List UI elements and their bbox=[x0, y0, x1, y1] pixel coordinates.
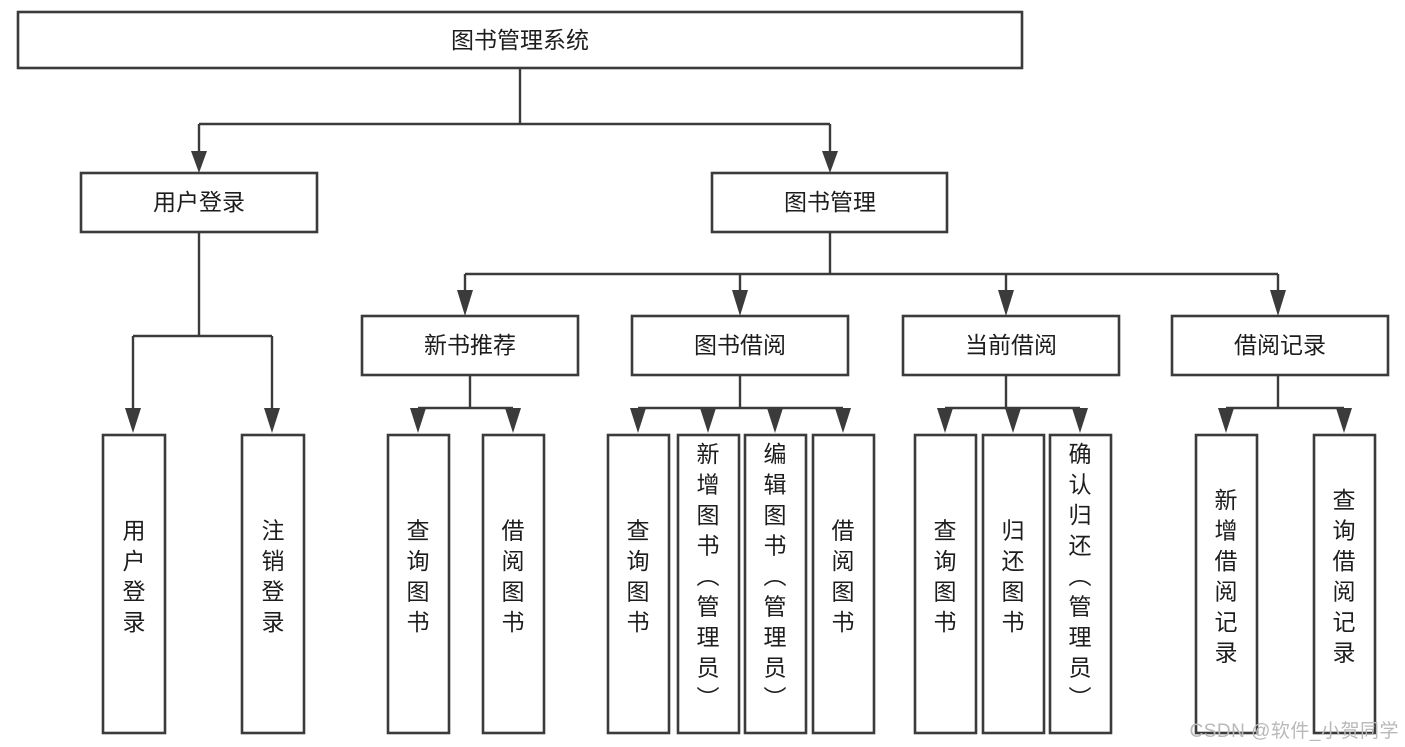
leaf-label-borrow-book-2: 借阅图书 bbox=[832, 517, 855, 635]
leaf-node[interactable]: 查询图书 bbox=[386, 433, 451, 735]
leaf-label-return-book: 归还图书 bbox=[1002, 517, 1025, 635]
leaf-node[interactable]: 借阅图书 bbox=[481, 433, 546, 735]
leaf-box-borrow-book-1[interactable] bbox=[481, 433, 546, 735]
arrow-head-leaf-4 bbox=[505, 408, 521, 433]
connector-layer bbox=[125, 68, 1352, 433]
leaf-label-user-login: 用户登录 bbox=[123, 517, 146, 635]
node-root-label: 图书管理系统 bbox=[451, 27, 589, 53]
leaf-node[interactable]: 新增借阅记录 bbox=[1194, 433, 1259, 735]
node-current-borrow-label: 当前借阅 bbox=[965, 332, 1057, 358]
arrow-head-leaf-13 bbox=[1336, 408, 1352, 433]
node-user-login[interactable]: 用户登录 bbox=[79, 171, 319, 234]
node-borrow-records-box[interactable] bbox=[1170, 314, 1390, 377]
leaf-label-edit-book-admin: 编辑图书︵管理员︶ bbox=[764, 441, 787, 711]
leaf-box-query-book-3[interactable] bbox=[913, 433, 978, 735]
leaf-box-edit-book-admin[interactable] bbox=[743, 433, 808, 735]
node-new-book-recommend[interactable]: 新书推荐 bbox=[360, 314, 580, 377]
node-book-management-label: 图书管理 bbox=[784, 189, 876, 215]
leaf-box-query-book-2[interactable] bbox=[606, 433, 671, 735]
node-book-borrow-box[interactable] bbox=[630, 314, 850, 377]
node-borrow-records-label: 借阅记录 bbox=[1234, 332, 1326, 358]
leaf-node[interactable]: 查询图书 bbox=[913, 433, 978, 735]
leaf-box-query-book-1[interactable] bbox=[386, 433, 451, 735]
leaf-label-query-borrow-record: 查询借阅记录 bbox=[1333, 487, 1356, 666]
node-user-login-box[interactable] bbox=[79, 171, 319, 234]
node-current-borrow-box[interactable] bbox=[901, 314, 1121, 377]
leaf-box-confirm-return-admin[interactable] bbox=[1048, 433, 1113, 735]
leaf-label-query-book-2: 查询图书 bbox=[627, 517, 650, 635]
arrow-head-leaf-1 bbox=[125, 408, 141, 433]
arrow-head-leaf-2 bbox=[264, 408, 280, 433]
leaf-label-add-borrow-record: 新增借阅记录 bbox=[1215, 487, 1238, 666]
arrow-head-leaf-9 bbox=[937, 408, 953, 433]
arrow-head-leaf-10 bbox=[1005, 408, 1021, 433]
arrow-head-leaf-12 bbox=[1218, 408, 1234, 433]
leaf-node[interactable]: 归还图书 bbox=[981, 433, 1046, 735]
node-root[interactable]: 图书管理系统 bbox=[16, 10, 1024, 70]
leaf-box-add-borrow-record[interactable] bbox=[1194, 433, 1259, 735]
node-new-book-recommend-box[interactable] bbox=[360, 314, 580, 377]
arrow-head-records bbox=[1270, 290, 1286, 316]
leaf-node[interactable]: 查询图书 bbox=[606, 433, 671, 735]
leaf-label-logout: 注销登录 bbox=[262, 517, 285, 635]
leaf-box-borrow-book-2[interactable] bbox=[811, 433, 876, 735]
arrow-head-leaf-6 bbox=[700, 408, 716, 433]
node-book-management-box[interactable] bbox=[710, 171, 949, 234]
leaf-box-logout[interactable] bbox=[240, 433, 306, 735]
leaf-box-query-borrow-record[interactable] bbox=[1312, 433, 1377, 735]
node-current-borrow[interactable]: 当前借阅 bbox=[901, 314, 1121, 377]
arrow-head-leaf-8 bbox=[835, 408, 851, 433]
node-root-box[interactable] bbox=[16, 10, 1024, 70]
leaf-node[interactable]: 查询借阅记录 bbox=[1312, 433, 1377, 735]
leaf-label-query-book-3: 查询图书 bbox=[934, 517, 957, 635]
arrow-head-leaf-3 bbox=[410, 408, 426, 433]
leaf-node[interactable]: 确认归还︵管理员︶ bbox=[1048, 433, 1113, 735]
leaf-label-query-book-1: 查询图书 bbox=[407, 517, 430, 635]
leaf-node[interactable]: 编辑图书︵管理员︶ bbox=[743, 433, 808, 735]
leaf-node[interactable]: 新增图书︵管理员︶ bbox=[676, 433, 741, 735]
leaf-node[interactable]: 注销登录 bbox=[240, 433, 306, 735]
node-user-login-label: 用户登录 bbox=[153, 189, 245, 215]
arrow-head-leaf-7 bbox=[767, 408, 783, 433]
leaf-box-return-book[interactable] bbox=[981, 433, 1046, 735]
leaf-node[interactable]: 用户登录 bbox=[101, 433, 167, 735]
arrow-head-bookmgmt bbox=[822, 151, 838, 173]
leaf-label-confirm-return-admin: 确认归还︵管理员︶ bbox=[1069, 441, 1092, 711]
leaf-box-user-login[interactable] bbox=[101, 433, 167, 735]
node-borrow-records[interactable]: 借阅记录 bbox=[1170, 314, 1390, 377]
node-book-management[interactable]: 图书管理 bbox=[710, 171, 949, 234]
arrow-head-current bbox=[998, 290, 1014, 316]
leaf-box-add-book-admin[interactable] bbox=[676, 433, 741, 735]
arrow-head-newbook bbox=[457, 290, 473, 316]
node-book-borrow-label: 图书借阅 bbox=[694, 332, 786, 358]
arrow-head-leaf-11 bbox=[1072, 408, 1088, 433]
leaf-label-add-book-admin: 新增图书︵管理员︶ bbox=[697, 441, 720, 711]
node-book-borrow[interactable]: 图书借阅 bbox=[630, 314, 850, 377]
leaf-label-borrow-book-1: 借阅图书 bbox=[502, 517, 525, 635]
node-new-book-recommend-label: 新书推荐 bbox=[424, 332, 516, 358]
arrow-head-login bbox=[191, 151, 207, 173]
arrow-head-borrow bbox=[732, 290, 748, 316]
csdn-watermark: CSDN @软件_小贺同学 bbox=[1189, 721, 1399, 742]
leaf-node[interactable]: 借阅图书 bbox=[811, 433, 876, 735]
arrow-head-leaf-5 bbox=[630, 408, 646, 433]
